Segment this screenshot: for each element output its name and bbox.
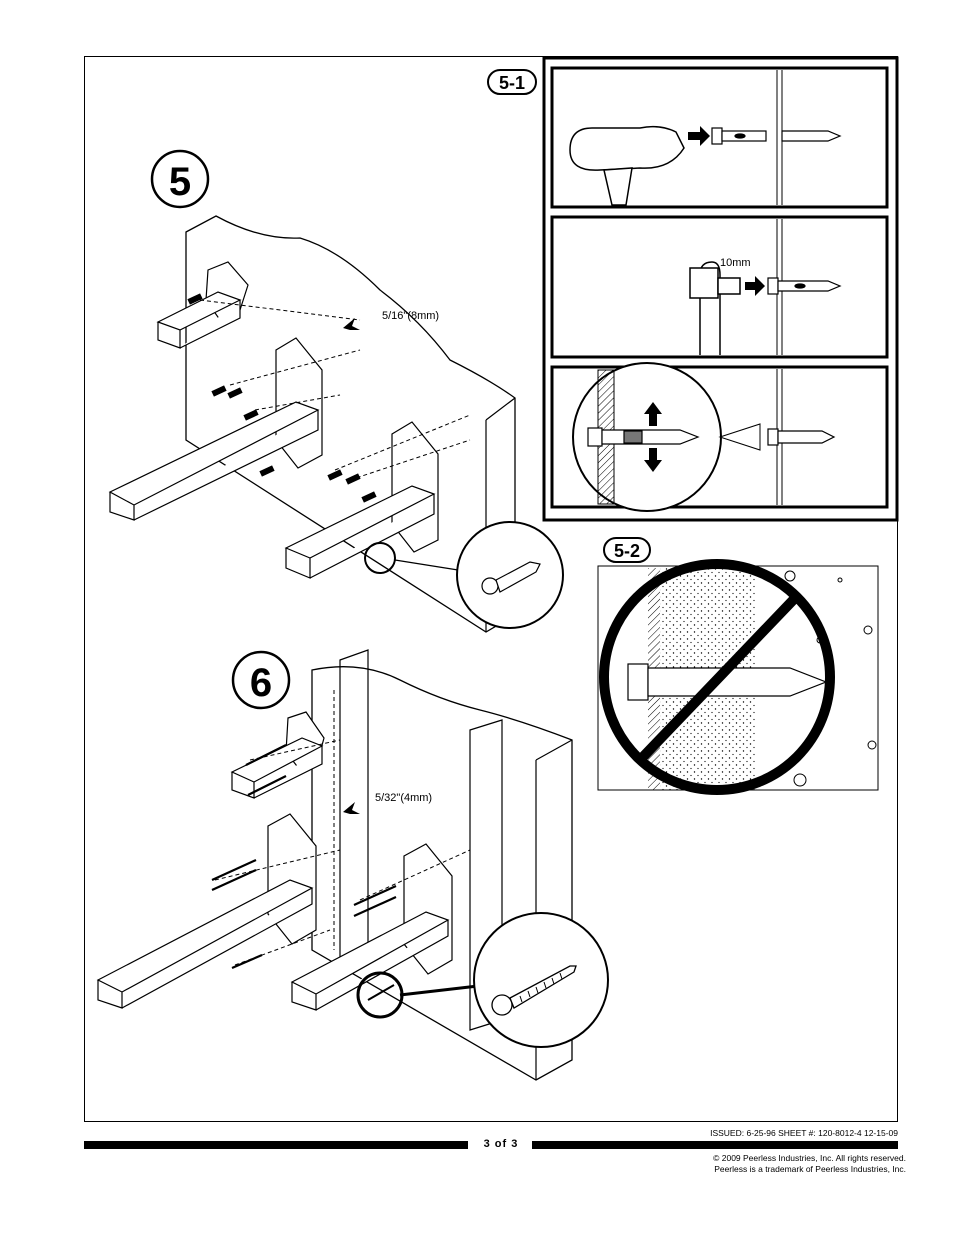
step-5-circle — [150, 149, 210, 209]
anchor-icon — [481, 561, 541, 595]
lag-screw-icon — [491, 965, 577, 1016]
expand-up-arrow-icon — [644, 402, 662, 426]
detail-5-1-panel: 10mm 5-1 — [487, 56, 899, 522]
page-number: 3 of 3 — [483, 1138, 519, 1150]
arrow-icon — [688, 126, 710, 146]
drill-arrow-icon — [343, 318, 360, 330]
step-6-illustration: 6 — [96, 649, 609, 1081]
prohibited-icon — [599, 559, 835, 795]
detail-5-2-panel: 5-2 — [597, 537, 879, 795]
expanded-anchor-detail — [572, 362, 836, 512]
step-6-drill-size: 5/32"(4mm) — [375, 792, 432, 804]
screw-zoom-circle — [473, 912, 609, 1048]
copyright-line: © 2009 Peerless Industries, Inc. All rig… — [713, 1153, 906, 1163]
copyright-notice: © 2009 Peerless Industries, Inc. All rig… — [650, 1153, 906, 1174]
anchor-icon — [711, 127, 842, 145]
expand-down-arrow-icon — [644, 448, 662, 472]
footer-bar-left — [84, 1141, 468, 1149]
instruction-frame — [84, 56, 898, 1122]
anchor-icon — [767, 277, 842, 295]
step-5-number: 5 — [169, 160, 191, 204]
step-6-circle — [231, 650, 291, 710]
wrench-icon — [689, 261, 741, 355]
drill-arrow-icon — [343, 802, 360, 814]
sub-step-5-1-label: 5-1 — [499, 73, 525, 93]
trademark-line: Peerless is a trademark of Peerless Indu… — [714, 1163, 906, 1174]
step-6-number: 6 — [250, 661, 272, 705]
step-5-illustration: 5 5/16"(8m — [108, 149, 564, 633]
hammer-icon — [569, 125, 685, 206]
socket-size-label: 10mm — [720, 257, 751, 269]
sub-step-5-2-label: 5-2 — [614, 541, 640, 561]
arrow-icon — [745, 276, 765, 296]
issued-sheet-number: ISSUED: 6-25-96 SHEET #: 120-8012-4 12-1… — [710, 1128, 898, 1138]
footer-bar-right — [532, 1141, 898, 1149]
step-5-drill-size: 5/16"(8mm) — [382, 310, 439, 322]
